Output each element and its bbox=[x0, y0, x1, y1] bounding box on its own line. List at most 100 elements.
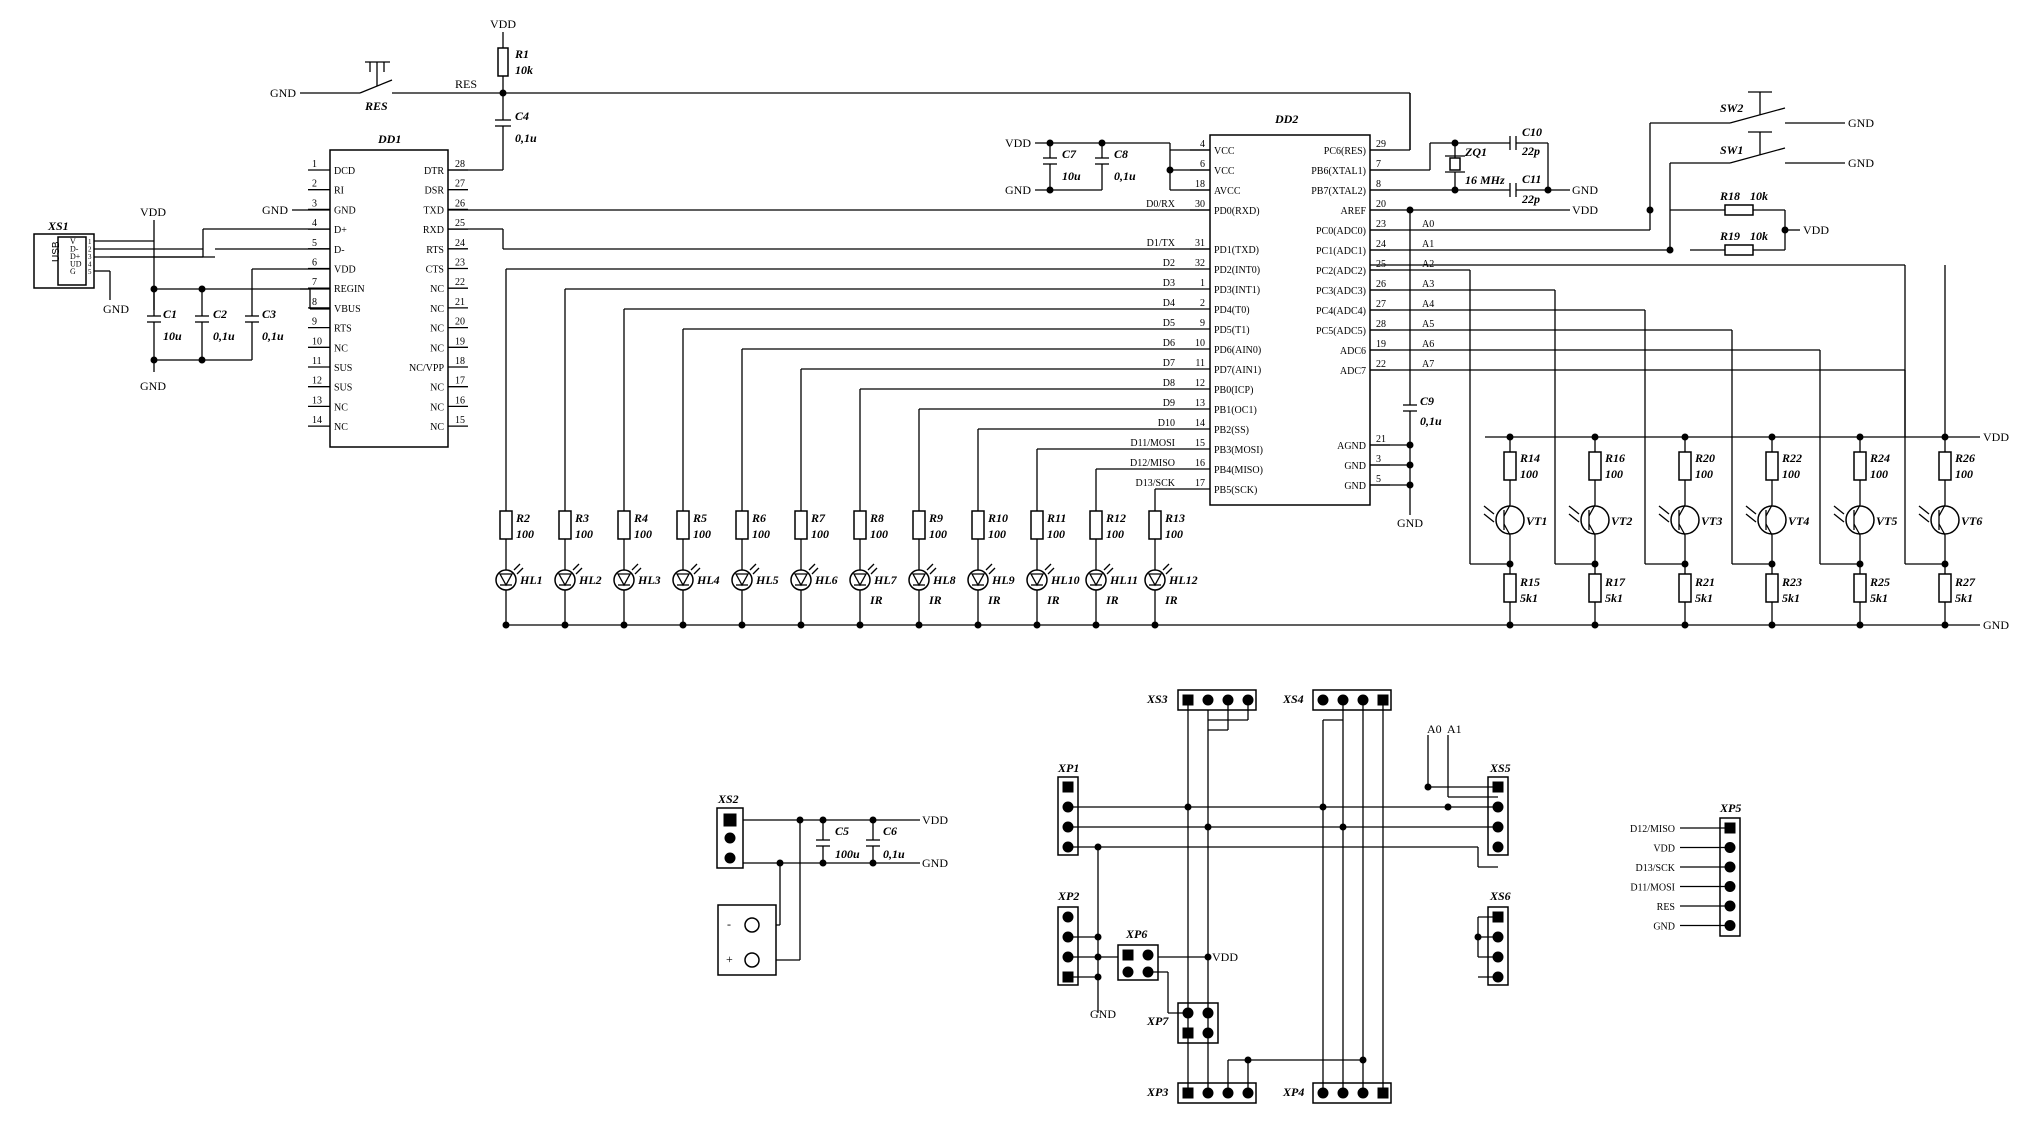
dd2-pin-number: 27 bbox=[1376, 299, 1386, 310]
dd2-pin-name: AVCC bbox=[1214, 186, 1241, 197]
junction-dot bbox=[1474, 933, 1482, 941]
phototransistor-body bbox=[1930, 505, 1960, 535]
photo-bottom-resistor-label: R17 bbox=[1604, 575, 1626, 589]
dd2-pin-number: 28 bbox=[1376, 319, 1386, 330]
photo-bottom-resistor-label: R27 bbox=[1954, 575, 1976, 589]
led-diode bbox=[1088, 573, 1104, 587]
led-resistor bbox=[1030, 510, 1044, 540]
c8-label: C8 bbox=[1114, 147, 1128, 161]
xs3-label: XS3 bbox=[1146, 692, 1168, 706]
dd2-pin-name: PD5(T1) bbox=[1214, 325, 1250, 336]
phototransistor-body bbox=[1845, 505, 1875, 535]
led-body bbox=[672, 569, 694, 591]
dd2-pin-name: PB6(XTAL1) bbox=[1311, 166, 1366, 177]
xs1-label: XS1 bbox=[47, 219, 69, 233]
dd1-pin-number: 7 bbox=[312, 277, 317, 288]
led-resistor-value: 100 bbox=[575, 527, 593, 541]
wire bbox=[1918, 513, 1930, 523]
led-body bbox=[1085, 569, 1107, 591]
psu-plus: + bbox=[726, 952, 733, 966]
dd2-net-label: D11/MOSI bbox=[1130, 438, 1175, 449]
wire bbox=[690, 563, 698, 571]
xp7-label: XP7 bbox=[1146, 1014, 1169, 1028]
led-label: HL12 bbox=[1168, 573, 1198, 587]
dd1-pin-number: 6 bbox=[312, 258, 317, 269]
wire bbox=[811, 567, 819, 575]
led-body bbox=[967, 569, 989, 591]
led-resistor-value: 100 bbox=[634, 527, 652, 541]
r19-value: 10k bbox=[1750, 229, 1768, 243]
dd1-pin-number: 14 bbox=[312, 415, 322, 426]
phototransistor-body bbox=[1670, 505, 1700, 535]
wire bbox=[1588, 523, 1596, 536]
photo-top-resistor-label: R26 bbox=[1954, 451, 1975, 465]
dd1-pin-name: NC bbox=[334, 402, 348, 413]
junction-dot bbox=[1444, 803, 1452, 811]
led-resistor bbox=[853, 510, 867, 540]
wire bbox=[749, 563, 757, 571]
dd2-pin-number: 31 bbox=[1195, 238, 1205, 249]
dd1-pin-name: RXD bbox=[423, 225, 444, 236]
led-body bbox=[613, 569, 635, 591]
dd2-pin-name: PD4(T0) bbox=[1214, 305, 1250, 316]
dd1-pin-number: 13 bbox=[312, 395, 322, 406]
dd1-pin-number: 5 bbox=[312, 238, 317, 249]
dd2-net-label: D4 bbox=[1163, 298, 1175, 309]
power-supply: XS2 VDD GND - + C5 100u C6 0,1u bbox=[716, 792, 948, 976]
dd1-pin-number: 8 bbox=[312, 297, 317, 308]
led-label: HL10 bbox=[1050, 573, 1080, 587]
photo-bottom-resistor-value: 5k1 bbox=[1955, 591, 1973, 605]
c9-value: 0,1u bbox=[1420, 414, 1442, 428]
vdd-label-psu: VDD bbox=[922, 813, 948, 827]
xp5-pin-square bbox=[1724, 822, 1736, 834]
dd2-pin-name: ADC7 bbox=[1340, 366, 1366, 377]
junction-dot bbox=[1941, 560, 1949, 568]
dd2-pin-number: 12 bbox=[1195, 378, 1205, 389]
led-resistor-label: R12 bbox=[1105, 511, 1126, 525]
c10-label: C10 bbox=[1522, 125, 1542, 139]
c5-value: 100u bbox=[835, 847, 860, 861]
wire bbox=[1044, 563, 1052, 571]
dd1-pin-name: TXD bbox=[423, 205, 444, 216]
dd2-net-label: A1 bbox=[1422, 239, 1434, 250]
dd1-pin-name: DSR bbox=[425, 186, 445, 197]
xp5-pin-label: D11/MOSI bbox=[1630, 883, 1675, 894]
led-diode bbox=[675, 573, 691, 587]
wire bbox=[1765, 523, 1773, 536]
wire bbox=[634, 567, 642, 575]
led-diode bbox=[557, 573, 573, 587]
dd2-power: VDD C7 10u C8 0,1u GND bbox=[1005, 136, 1210, 197]
photo-top-resistor bbox=[1678, 451, 1692, 481]
header-pin-square bbox=[1062, 781, 1074, 793]
c4-value: 0,1u bbox=[515, 131, 537, 145]
junction-dot bbox=[1856, 560, 1864, 568]
dd1-pin-name: RTS bbox=[334, 324, 352, 335]
xp4-label: XP4 bbox=[1282, 1085, 1304, 1099]
dd1-pin-number: 28 bbox=[455, 159, 465, 170]
dd1-pin-name: RI bbox=[334, 186, 344, 197]
gnd-label-res: GND bbox=[270, 86, 296, 100]
led-resistor-value: 100 bbox=[693, 527, 711, 541]
dd2-pin-name: VCC bbox=[1214, 166, 1235, 177]
dd2-pin-name: PD2(INT0) bbox=[1214, 265, 1260, 276]
gnd-label-sw2: GND bbox=[1848, 116, 1874, 130]
wire bbox=[575, 567, 583, 575]
phototransistor-label: VT5 bbox=[1876, 514, 1897, 528]
junction-dot bbox=[1768, 560, 1776, 568]
wire bbox=[1678, 504, 1686, 517]
dd1-pin-number: 15 bbox=[455, 415, 465, 426]
dd1-pin-name: CTS bbox=[426, 265, 444, 276]
led-body bbox=[495, 569, 517, 591]
c3-value: 0,1u bbox=[262, 329, 284, 343]
psu-minus: - bbox=[727, 917, 731, 931]
photo-bottom-resistor-value: 5k1 bbox=[1605, 591, 1623, 605]
led-label: HL3 bbox=[637, 573, 661, 587]
dd2-label: DD2 bbox=[1274, 112, 1298, 126]
dd2-pin-name: PC0(ADC0) bbox=[1316, 226, 1366, 237]
wire bbox=[926, 563, 934, 571]
dd1-pin-name: GND bbox=[334, 205, 356, 216]
photo-bottom-resistor bbox=[1853, 573, 1867, 603]
junction-dot bbox=[1424, 783, 1432, 791]
junction-dot bbox=[1319, 803, 1327, 811]
photo-top-resistor-value: 100 bbox=[1870, 467, 1888, 481]
